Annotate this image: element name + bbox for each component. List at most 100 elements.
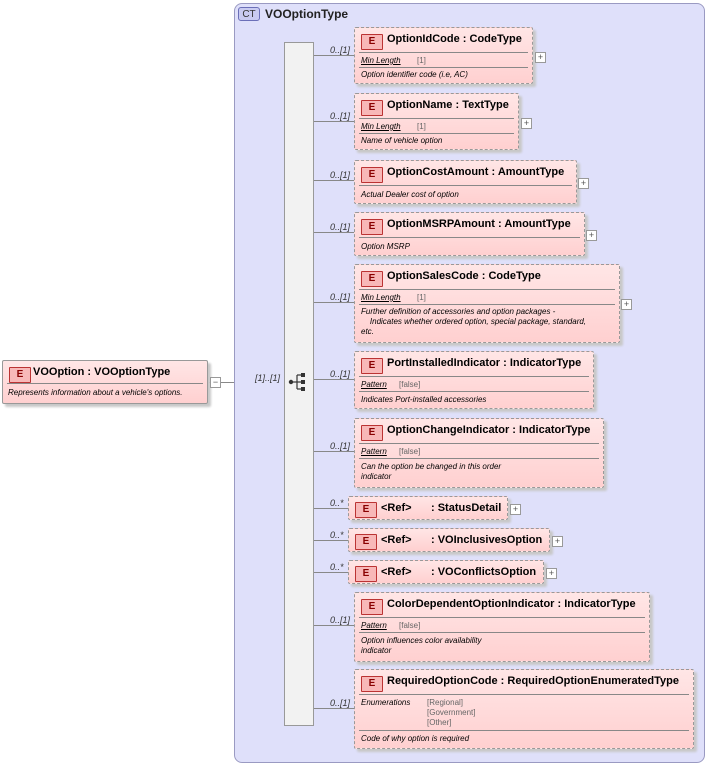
facet-value: [false] (399, 380, 421, 389)
divider (359, 67, 528, 68)
element-doc: Option MSRP (361, 242, 410, 251)
element-doc: Code of why option is required (361, 734, 470, 743)
element-option-msrp-amount[interactable]: E OptionMSRPAmount : AmountType Option M… (354, 212, 585, 256)
occurrence-label: 0..[1] (330, 45, 351, 55)
occurrence-label: 0..[1] (330, 222, 351, 232)
element-title: OptionName : TextType (387, 99, 509, 111)
element-badge: E (361, 219, 383, 235)
element-doc: Actual Dealer cost of option (361, 190, 459, 199)
facet-name: Pattern (361, 380, 387, 389)
facet-value: [1] (417, 56, 426, 65)
facet-name: Pattern (361, 621, 387, 630)
facet-name: Min Length (361, 293, 401, 302)
divider (359, 304, 615, 305)
element-title: OptionChangeIndicator : IndicatorType (387, 424, 591, 436)
element-badge: E (361, 100, 383, 116)
root-element-title: VOOption : VOOptionType (33, 366, 171, 378)
expand-icon[interactable]: + (546, 568, 557, 579)
element-title: PortInstalledIndicator : IndicatorType (387, 357, 582, 369)
facet-value: [1] (417, 122, 426, 131)
child-connector (314, 302, 354, 303)
element-option-name[interactable]: E OptionName : TextType Min Length [1] N… (354, 93, 519, 150)
divider (359, 617, 645, 618)
divider (359, 694, 689, 695)
expand-icon[interactable]: + (552, 536, 563, 547)
element-badge: E (355, 502, 377, 518)
child-connector (314, 180, 354, 181)
child-connector (314, 121, 354, 122)
divider (359, 133, 514, 134)
divider (359, 391, 589, 392)
element-doc: Name of vehicle option (361, 136, 443, 145)
ref-name: : VOConflictsOption (431, 566, 537, 578)
expand-icon[interactable]: + (535, 52, 546, 63)
occurrence-label: 0..[1] (330, 698, 351, 708)
element-badge: E (361, 167, 383, 183)
divider (359, 632, 645, 633)
element-doc: Further definition of accessories and op… (361, 307, 587, 336)
element-color-dependent-option-indicator[interactable]: E ColorDependentOptionIndicator : Indica… (354, 592, 650, 662)
element-port-installed-indicator[interactable]: E PortInstalledIndicator : IndicatorType… (354, 351, 594, 409)
divider (359, 52, 528, 53)
facet-value: [false] (399, 621, 421, 630)
divider (359, 376, 589, 377)
element-option-sales-code[interactable]: E OptionSalesCode : CodeType Min Length … (354, 264, 620, 343)
element-ref-vo-conflicts-option[interactable]: E <Ref> : VOConflictsOption (348, 560, 544, 584)
divider (359, 730, 689, 731)
element-title: OptionIdCode : CodeType (387, 33, 522, 45)
occurrence-label: 0..* (330, 530, 344, 540)
expand-icon[interactable]: + (510, 504, 521, 515)
element-doc: Indicates Port-installed accessories (361, 395, 487, 404)
divider (359, 443, 599, 444)
divider (359, 185, 572, 186)
ref-label: <Ref> (381, 534, 412, 546)
expand-icon[interactable]: + (578, 178, 589, 189)
ref-label: <Ref> (381, 566, 412, 578)
element-title: OptionSalesCode : CodeType (387, 270, 541, 282)
divider (359, 289, 615, 290)
element-badge: E (361, 358, 383, 374)
element-title: ColorDependentOptionIndicator : Indicato… (387, 598, 636, 610)
child-connector (314, 232, 354, 233)
child-connector (314, 540, 348, 541)
element-badge: E (361, 425, 383, 441)
occurrence-label: 0..[1] (330, 292, 351, 302)
element-badge: E (355, 566, 377, 582)
element-option-change-indicator[interactable]: E OptionChangeIndicator : IndicatorType … (354, 418, 604, 488)
element-ref-status-detail[interactable]: E <Ref> : StatusDetail (348, 496, 508, 520)
element-badge: E (361, 34, 383, 50)
child-connector (314, 508, 348, 509)
element-title: OptionCostAmount : AmountType (387, 166, 565, 178)
element-ref-vo-inclusives-option[interactable]: E <Ref> : VOInclusivesOption (348, 528, 550, 552)
facet-name: Enumerations (361, 698, 411, 707)
root-element-box[interactable]: E VOOption : VOOptionType Represents inf… (2, 360, 208, 404)
child-connector (314, 708, 354, 709)
facet-value: [1] (417, 293, 426, 302)
occurrence-label: 0..* (330, 562, 344, 572)
divider (359, 458, 599, 459)
occurrence-label: 0..[1] (330, 369, 351, 379)
element-required-option-code[interactable]: E RequiredOptionCode : RequiredOptionEnu… (354, 669, 694, 749)
ref-label: <Ref> (381, 502, 412, 514)
element-badge: E (361, 271, 383, 287)
expand-icon[interactable]: + (621, 299, 632, 310)
ref-name: : VOInclusivesOption (431, 534, 543, 546)
element-option-cost-amount[interactable]: E OptionCostAmount : AmountType Actual D… (354, 160, 577, 204)
expand-icon[interactable]: + (586, 230, 597, 241)
element-badge: E (361, 599, 383, 615)
expand-icon[interactable]: + (521, 118, 532, 129)
occurrence-label: 0..[1] (330, 111, 351, 121)
collapse-icon[interactable]: − (210, 377, 221, 388)
complex-type-name: VOOptionType (265, 7, 349, 21)
divider (359, 118, 514, 119)
child-connector (314, 55, 354, 56)
facet-name: Min Length (361, 56, 401, 65)
ref-name: : StatusDetail (431, 502, 502, 514)
divider (7, 383, 203, 384)
occurrence-label: 0..[1] (330, 615, 351, 625)
facet-values: [Regional][Government][Other] (427, 698, 476, 727)
root-element-doc: Represents information about a vehicle's… (8, 388, 183, 397)
element-doc: Option identifier code (i.e, AC) (361, 70, 468, 79)
element-option-id-code[interactable]: E OptionIdCode : CodeType Min Length [1]… (354, 27, 533, 84)
